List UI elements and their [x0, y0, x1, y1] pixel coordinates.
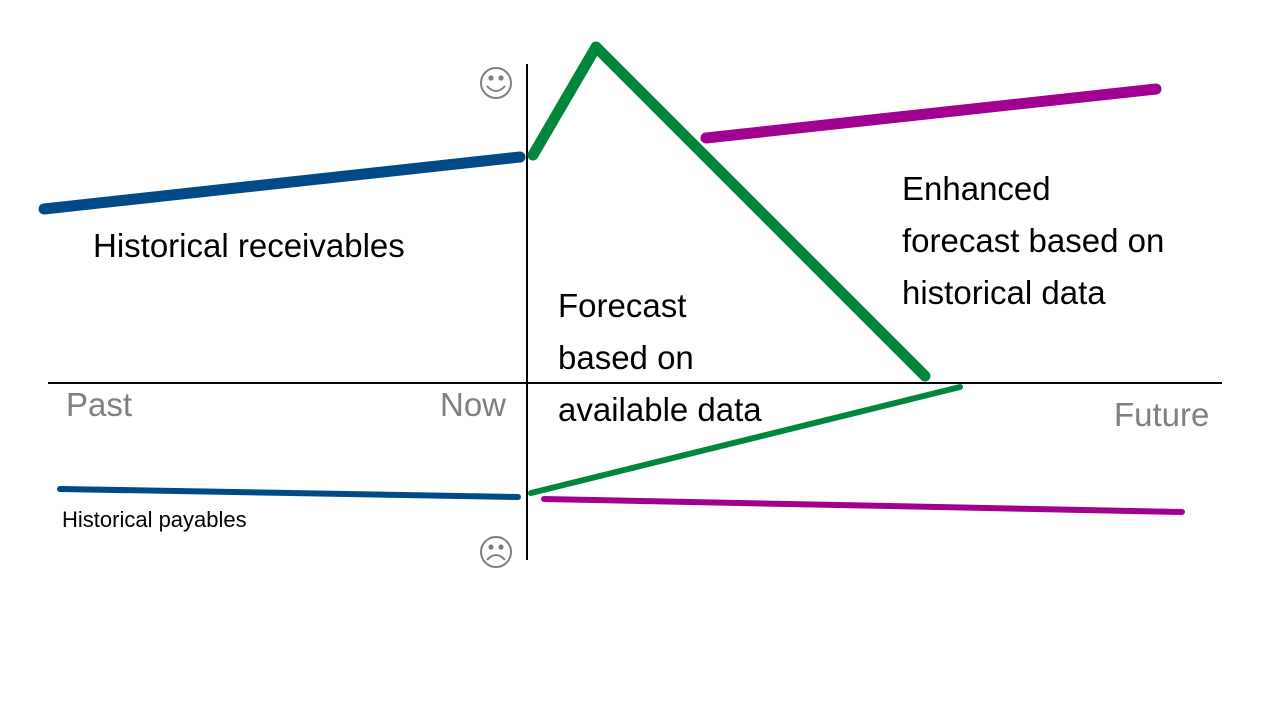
forecast-enhanced-line-3: historical data [902, 274, 1106, 311]
forecast-available-label: Forecast based on available data [558, 280, 762, 436]
forecast-enhanced-line-2: forecast based on [902, 222, 1165, 259]
sad-face-icon [480, 536, 512, 568]
future-axis-label: Future [1114, 396, 1210, 433]
historical-payables-line [57, 486, 521, 500]
forecast-enhanced-payables-line [541, 496, 1185, 515]
forecast-available-line-2: based on [558, 339, 694, 376]
historical-receivables-label: Historical receivables [93, 227, 405, 264]
forecast-available-payables-line [528, 384, 963, 496]
forecast-enhanced-receivables-line [700, 83, 1162, 144]
historical-receivables-line [38, 151, 526, 215]
happy-face-icon [480, 67, 512, 99]
forecast-available-receivables-line [527, 41, 931, 382]
historical-payables-label: Historical payables [62, 507, 247, 532]
now-axis-label: Now [440, 386, 507, 423]
forecast-enhanced-line-1: Enhanced [902, 170, 1051, 207]
forecast-enhanced-label: Enhanced forecast based on historical da… [902, 163, 1164, 319]
past-axis-label: Past [66, 386, 133, 423]
forecast-available-line-3: available data [558, 391, 762, 428]
forecast-available-line-1: Forecast [558, 287, 687, 324]
